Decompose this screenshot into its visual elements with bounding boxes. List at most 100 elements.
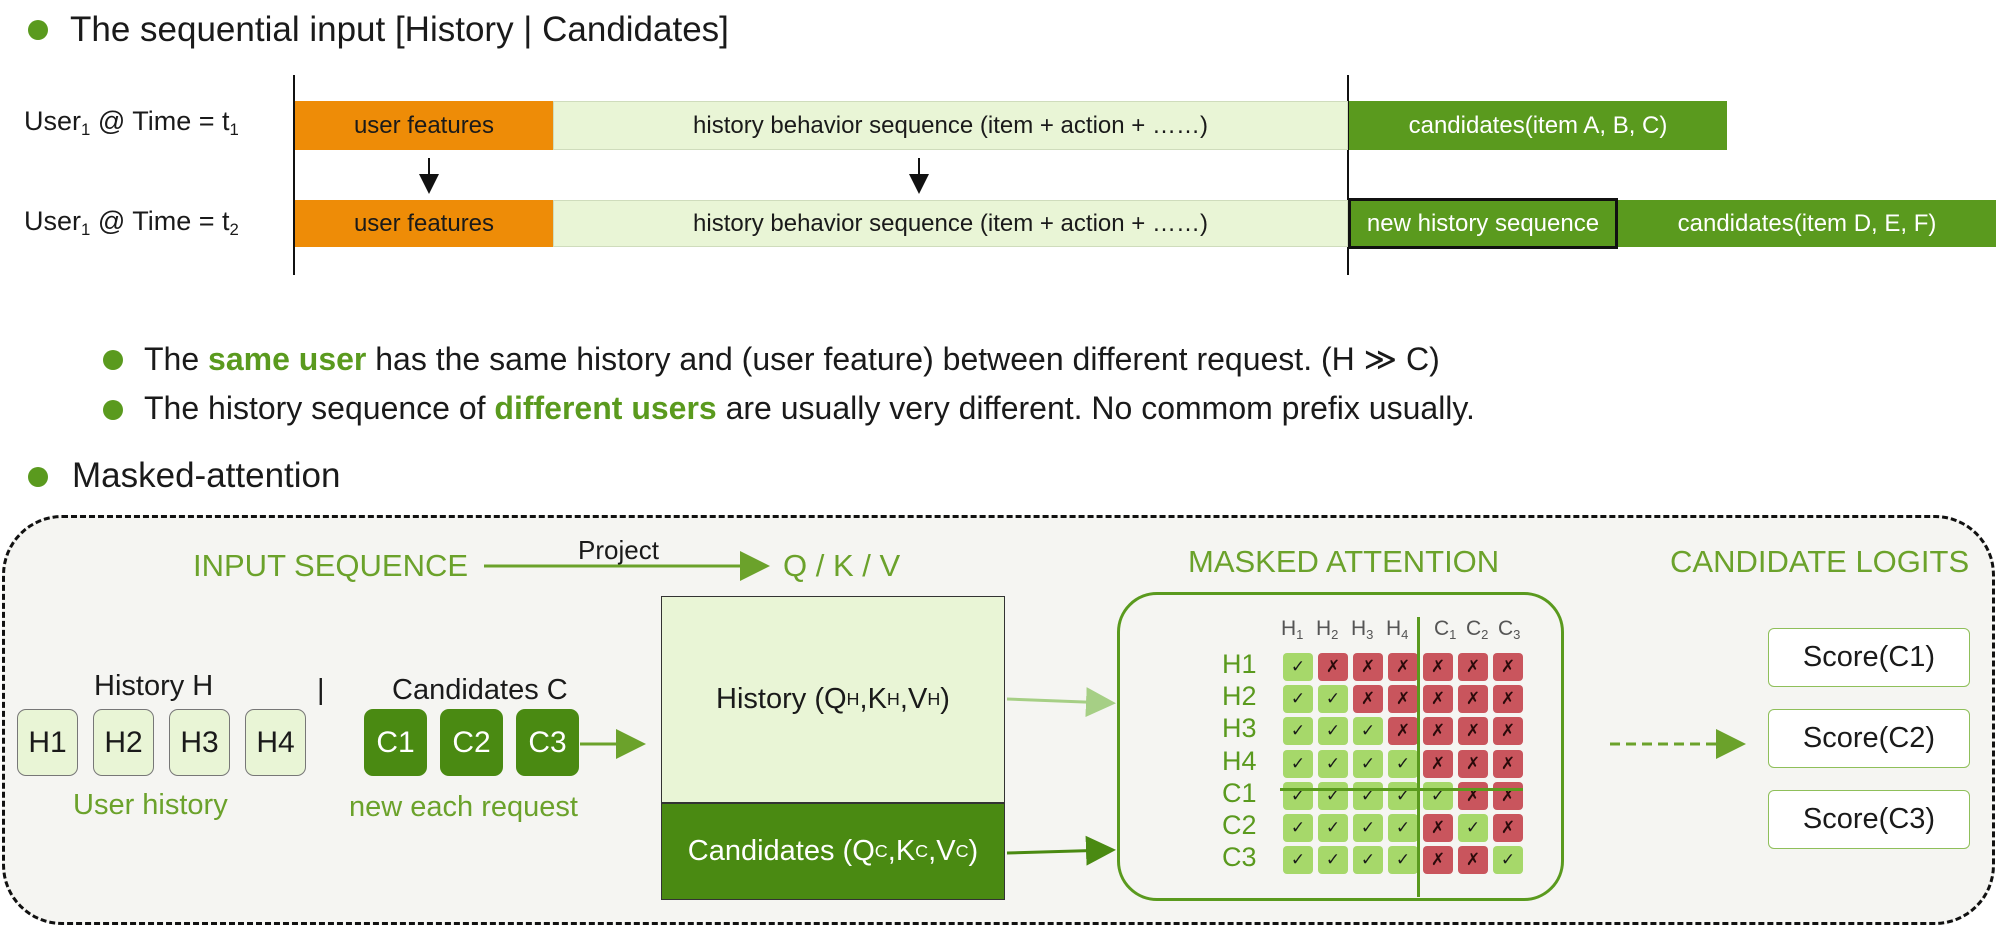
candidate-item-c3: C3 — [516, 709, 579, 776]
mask-cell-allowed: ✓ — [1283, 685, 1313, 714]
mask-col-header: H2 — [1316, 617, 1339, 642]
timeline-split-line — [1347, 75, 1349, 275]
mask-cell-masked: ✗ — [1458, 846, 1488, 875]
row2-new-history-sequence: new history sequence — [1348, 198, 1618, 249]
history-item-h2: H2 — [93, 709, 154, 776]
mask-col-header: C3 — [1498, 617, 1521, 642]
row2-history-sequence: history behavior sequence (item + action… — [553, 200, 1348, 247]
masked-attention-title: MASKED ATTENTION — [1188, 544, 1500, 579]
mask-cell-masked: ✗ — [1423, 749, 1453, 778]
mask-cell-allowed: ✓ — [1318, 814, 1348, 842]
mask-cell-masked: ✗ — [1493, 717, 1523, 746]
mask-cell-masked: ✗ — [1423, 846, 1453, 875]
down-arrow-left — [428, 158, 430, 186]
mask-cell-allowed: ✓ — [1353, 749, 1383, 778]
mask-col-header: C1 — [1434, 617, 1457, 642]
mask-cell-allowed: ✓ — [1318, 781, 1348, 810]
score-c2: Score(C2) — [1768, 709, 1970, 768]
mask-cell-allowed: ✓ — [1283, 717, 1313, 746]
mask-cell-allowed: ✓ — [1283, 846, 1313, 875]
mask-cell-allowed: ✓ — [1318, 846, 1348, 875]
note-highlight: different users — [494, 390, 717, 426]
mask-cell-allowed: ✓ — [1283, 814, 1313, 842]
note-different-users: The history sequence of different users … — [144, 390, 1475, 426]
mask-row-header: H4 — [1222, 745, 1257, 776]
mask-row-header: H2 — [1222, 681, 1257, 712]
row2-candidates: candidates(item D, E, F) — [1618, 200, 1996, 247]
mask-row-header: H1 — [1222, 649, 1257, 679]
down-arrow-right — [918, 158, 920, 186]
score-c1: Score(C1) — [1768, 628, 1970, 687]
mask-cell-masked: ✗ — [1388, 653, 1418, 681]
mask-col-header: H4 — [1386, 617, 1409, 642]
history-group-title: History H — [94, 670, 214, 702]
mask-cell-allowed: ✓ — [1353, 814, 1383, 842]
mask-cell-masked: ✗ — [1318, 653, 1348, 681]
mask-cell-allowed: ✓ — [1353, 717, 1383, 746]
history-item-h3: H3 — [169, 709, 230, 776]
mask-cell-allowed: ✓ — [1388, 749, 1418, 778]
mask-cell-masked: ✗ — [1493, 685, 1523, 714]
mask-cell-masked: ✗ — [1353, 653, 1383, 681]
mask-cell-masked: ✗ — [1353, 685, 1383, 714]
mask-cell-masked: ✗ — [1493, 814, 1523, 842]
mask-horizontal-divider — [1280, 788, 1523, 791]
qkv-title: Q / K / V — [783, 548, 901, 583]
project-label: Project — [578, 535, 659, 565]
history-to-mask-arrow — [1006, 687, 1116, 718]
mask-col-header: H1 — [1281, 617, 1304, 642]
mask-cell-masked: ✗ — [1388, 717, 1418, 746]
mask-cell-masked: ✗ — [1458, 781, 1488, 810]
mask-col-header: C2 — [1466, 617, 1489, 642]
user-history-caption: User history — [73, 789, 228, 821]
mask-cell-allowed: ✓ — [1458, 814, 1488, 842]
mask-cell-allowed: ✓ — [1388, 814, 1418, 842]
row1-candidates: candidates(item A, B, C) — [1349, 101, 1727, 150]
mask-cell-masked: ✗ — [1388, 685, 1418, 714]
mask-cell-masked: ✗ — [1458, 685, 1488, 714]
candidates-group-title: Candidates C — [392, 674, 568, 706]
mask-cell-masked: ✗ — [1423, 814, 1453, 842]
row1-label: User1 @ Time = t1 — [24, 106, 239, 140]
mask-cell-allowed: ✓ — [1283, 781, 1313, 810]
mask-matrix-frame — [1117, 592, 1564, 901]
timeline-left-line — [293, 75, 295, 275]
mask-cell-masked: ✗ — [1493, 653, 1523, 681]
mask-cell-masked: ✗ — [1458, 717, 1488, 746]
mask-cell-masked: ✗ — [1423, 717, 1453, 746]
mask-cell-allowed: ✓ — [1423, 781, 1453, 810]
mask-row-header: C3 — [1222, 842, 1257, 873]
history-candidates-separator: | — [317, 674, 325, 706]
bullet-dot — [103, 350, 123, 370]
mask-cell-masked: ✗ — [1493, 749, 1523, 778]
row1-user-features: user features — [295, 101, 553, 150]
candidate-item-c1: C1 — [364, 709, 427, 776]
bullet-dot — [103, 400, 123, 420]
mask-cell-masked: ✗ — [1458, 749, 1488, 778]
mask-cell-allowed: ✓ — [1353, 846, 1383, 875]
mask-row-header: C2 — [1222, 810, 1257, 840]
input-sequence-title: INPUT SEQUENCE — [193, 548, 469, 583]
mask-cell-allowed: ✓ — [1353, 781, 1383, 810]
mask-cell-allowed: ✓ — [1388, 781, 1418, 810]
mask-cell-allowed: ✓ — [1283, 749, 1313, 778]
mask-vertical-divider — [1417, 617, 1420, 897]
history-item-h4: H4 — [245, 709, 306, 776]
mask-cell-allowed: ✓ — [1283, 653, 1313, 681]
mask-col-header: H3 — [1351, 617, 1374, 642]
score-c3: Score(C3) — [1768, 790, 1970, 849]
mask-cell-masked: ✗ — [1458, 653, 1488, 681]
mask-cell-allowed: ✓ — [1318, 749, 1348, 778]
mask-row-header: C1 — [1222, 777, 1257, 808]
mask-cell-allowed: ✓ — [1318, 685, 1348, 714]
section1-heading: The sequential input [History | Candidat… — [70, 10, 729, 49]
mask-cell-masked: ✗ — [1493, 781, 1523, 810]
bullet-dot — [28, 467, 48, 487]
note-highlight: same user — [208, 341, 367, 377]
mask-cell-masked: ✗ — [1423, 685, 1453, 714]
mask-cell-masked: ✗ — [1423, 653, 1453, 681]
row2-user-features: user features — [295, 200, 553, 247]
